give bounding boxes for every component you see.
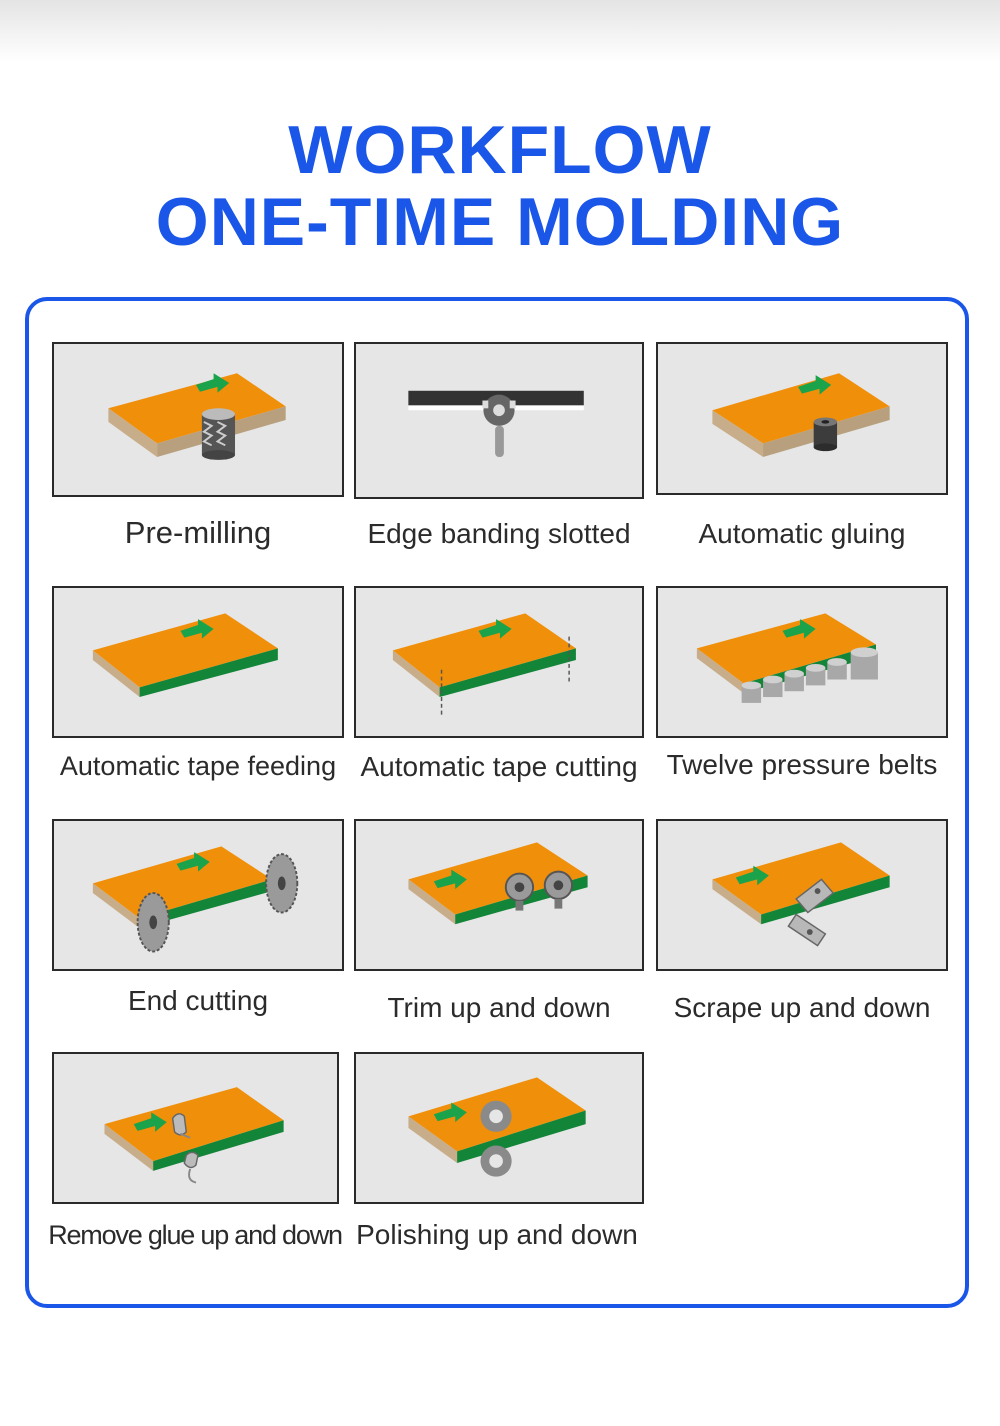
milling-cutter-icon — [108, 373, 286, 460]
tile-end-cutting — [52, 819, 344, 971]
tile-pre-milling — [52, 342, 344, 497]
tile-remove-glue-up-and-down — [52, 1052, 339, 1204]
step-label: Scrape up and down — [673, 992, 931, 1023]
tile-edge-banding-slotted — [354, 342, 644, 499]
step-label: Twelve pressure belts — [666, 749, 938, 780]
glue-scraper-icon — [104, 1087, 284, 1184]
page-title: WORKFLOW — [288, 112, 712, 188]
step-label: Edge banding slotted — [367, 518, 631, 549]
edge-tape-icon — [92, 613, 278, 698]
tape-cut-line-icon — [392, 613, 576, 715]
step-label: Pre-milling — [124, 515, 272, 550]
step-label: Polishing up and down — [356, 1219, 638, 1250]
workflow-frame — [25, 297, 969, 1308]
saw-blade-icon — [92, 846, 299, 953]
pressure-rollers-icon — [696, 613, 878, 703]
step-label: Automatic gluing — [698, 518, 906, 549]
tile-trim-up-and-down — [354, 819, 644, 971]
tile-automatic-tape-feeding — [52, 586, 344, 738]
step-label: End cutting — [127, 985, 269, 1016]
tile-scrape-up-and-down — [656, 819, 948, 971]
trimming-cutters-icon — [408, 842, 588, 925]
slotting-cutter-icon — [408, 390, 584, 458]
scraper-blade-icon — [712, 842, 890, 947]
top-shade — [0, 0, 1000, 62]
step-label: Automatic tape cutting — [360, 751, 638, 782]
tile-polishing-up-and-down — [354, 1052, 644, 1204]
step-label: Remove glue up and down — [48, 1220, 343, 1250]
glue-roller-icon — [712, 373, 890, 457]
tile-automatic-tape-cutting — [354, 586, 644, 738]
tile-automatic-gluing — [656, 342, 948, 495]
step-label: Automatic tape feeding — [59, 751, 337, 781]
step-label: Trim up and down — [387, 992, 611, 1023]
tile-twelve-pressure-belts — [656, 586, 948, 738]
page-subtitle: ONE-TIME MOLDING — [155, 184, 845, 260]
polishing-wheels-icon — [408, 1077, 586, 1177]
